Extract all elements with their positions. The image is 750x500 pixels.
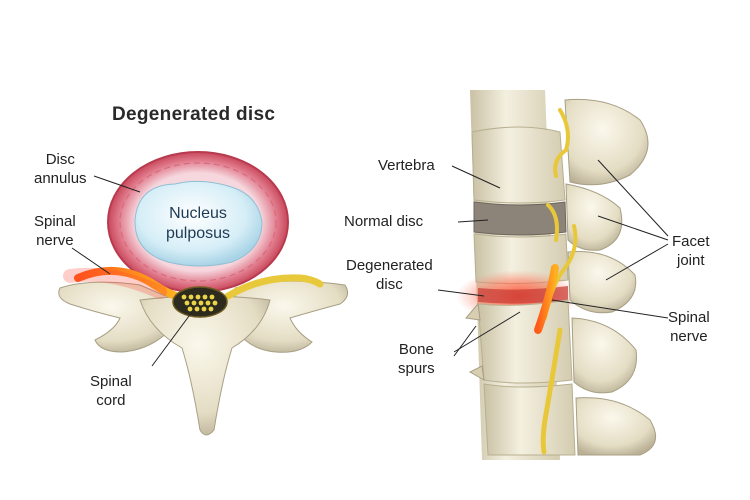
diagram-title: Degenerated disc	[112, 104, 276, 125]
label-disc-annulus: Disc annulus	[34, 151, 87, 187]
label-normal-disc: Normal disc	[344, 213, 424, 230]
nucleus-shape	[134, 180, 263, 267]
label-right-spinal-nerve: Spinal nerve	[668, 309, 710, 345]
label-left-spinal-nerve: Spinal nerve	[34, 213, 76, 249]
label-degenerated-disc: Degenerated disc	[346, 257, 433, 293]
label-nucleus-pulposus: Nucleus pulposus	[165, 205, 231, 242]
label-bone-spurs: Bone spurs	[398, 341, 435, 377]
label-vertebra: Vertebra	[378, 157, 435, 174]
side-view-spine	[437, 90, 669, 460]
top-view-vertebra	[58, 151, 349, 436]
label-facet-joint: Facet joint	[672, 233, 710, 269]
left-spinal-nerve-shape	[74, 266, 180, 300]
normal-disc-shape	[473, 201, 567, 236]
label-spinal-cord: Spinal cord	[90, 373, 132, 409]
compressed-nerve-shape	[534, 264, 559, 334]
